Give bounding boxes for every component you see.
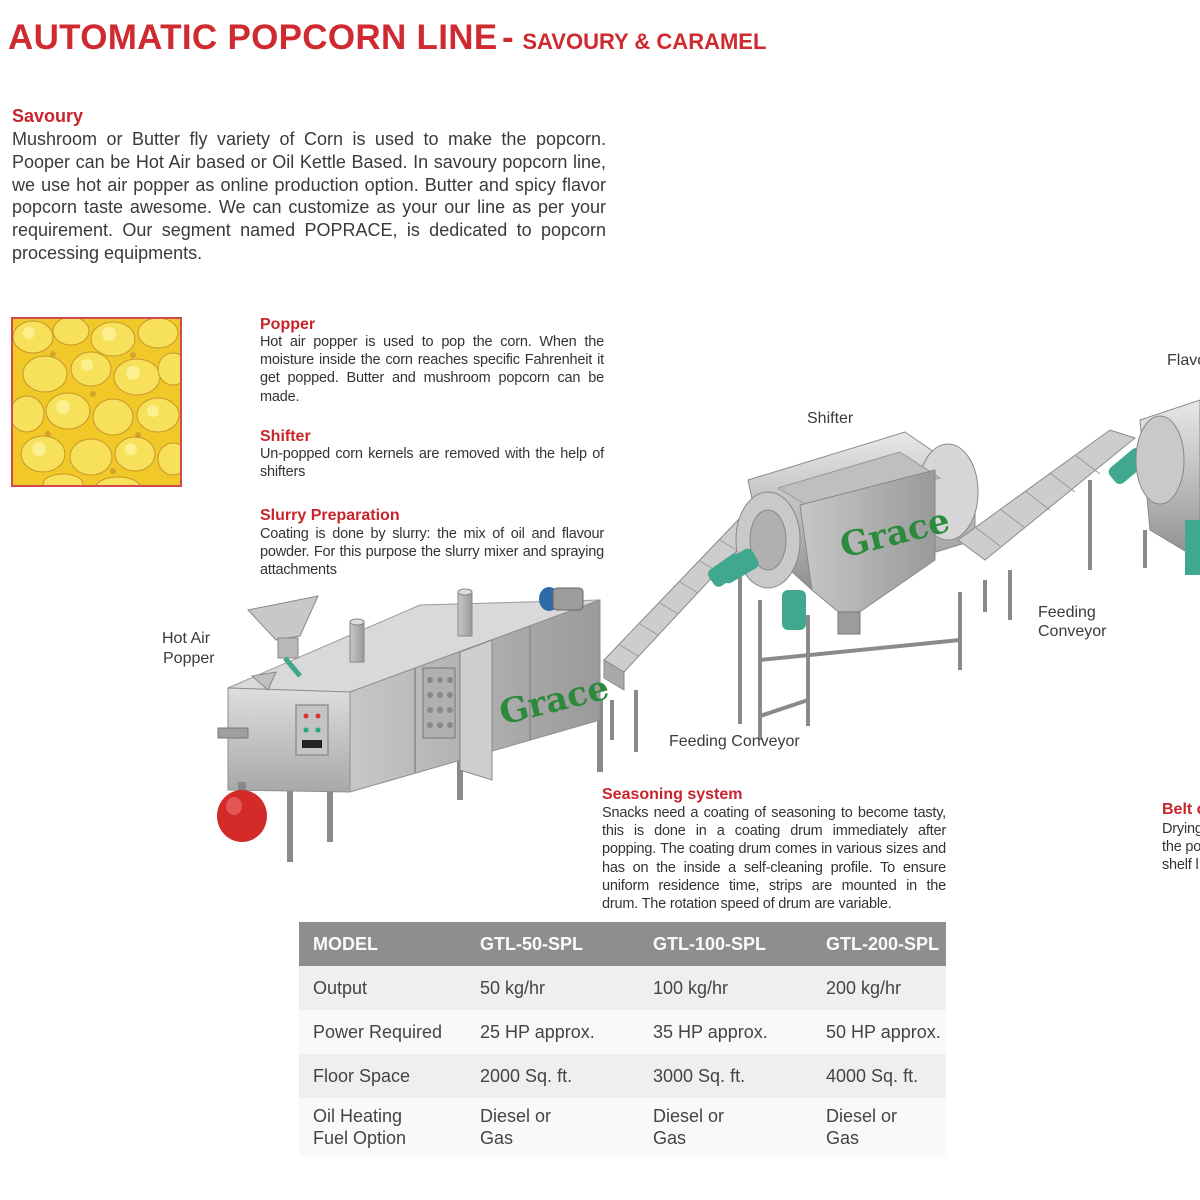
table-cell: Oil Heating Fuel Option: [299, 1098, 466, 1156]
popcorn-photo: [11, 317, 182, 487]
intro-body: Mushroom or Butter fly variety of Corn i…: [12, 129, 606, 263]
page-title-main: AUTOMATIC POPCORN LINE: [8, 18, 498, 57]
cell-line: Diesel or: [653, 1106, 725, 1126]
cell-line: Diesel or: [480, 1106, 552, 1126]
spec-header-model: MODEL: [299, 922, 466, 966]
table-cell: Diesel or Gas: [466, 1098, 639, 1156]
slurry-body: Coating is done by slurry: the mix of oi…: [260, 526, 604, 579]
table-cell: 50 HP approx.: [812, 1010, 946, 1054]
spec-header-gtl100: GTL-100-SPL: [639, 922, 812, 966]
title-separator: -: [501, 18, 514, 57]
hot-air-popper-machine: Grace: [217, 587, 613, 862]
table-row: Output 50 kg/hr 100 kg/hr 200 kg/hr: [299, 966, 946, 1010]
popper-body: Hot air popper is used to pop the corn. …: [260, 334, 604, 405]
table-cell: 100 kg/hr: [639, 966, 812, 1010]
spec-header-gtl50: GTL-50-SPL: [466, 922, 639, 966]
intro-heading: Savoury: [12, 106, 84, 126]
page-subtitle: SAVOURY & CARAMEL: [522, 29, 767, 54]
seasoning-heading: Seasoning system: [602, 786, 743, 803]
shifter-body: Un-popped corn kernels are removed with …: [260, 446, 604, 481]
cell-line: Oil Heating: [313, 1106, 403, 1126]
label-shifter: Shifter: [807, 410, 854, 427]
feeding-conveyor-2: [957, 429, 1148, 620]
table-cell: Floor Space: [299, 1054, 466, 1098]
label-flavour-partial: Flavo: [1167, 352, 1200, 369]
table-cell: Diesel or Gas: [812, 1098, 946, 1156]
table-cell: 25 HP approx.: [466, 1010, 639, 1054]
table-cell: Power Required: [299, 1010, 466, 1054]
table-cell: Output: [299, 966, 466, 1010]
popcorn-image: [13, 319, 180, 485]
spec-header-gtl200: GTL-200-SPL: [812, 922, 946, 966]
popcorn-line-diagram: Grace: [217, 399, 1200, 862]
belt-line-1: Drying: [1162, 821, 1200, 837]
label-feeding-conveyor: Feeding Conveyor: [669, 733, 800, 750]
table-row: Floor Space 2000 Sq. ft. 3000 Sq. ft. 40…: [299, 1054, 946, 1098]
table-cell: 3000 Sq. ft.: [639, 1054, 812, 1098]
belt-line-2: the po: [1162, 839, 1200, 856]
table-cell: 50 kg/hr: [466, 966, 639, 1010]
cell-line: Diesel or: [826, 1106, 898, 1126]
table-cell: 4000 Sq. ft.: [812, 1054, 946, 1098]
table-cell: 2000 Sq. ft.: [466, 1054, 639, 1098]
label-feeding-2: Feeding: [1038, 604, 1096, 621]
page-title: AUTOMATIC POPCORN LINE - SAVOURY & CARAM…: [8, 18, 766, 58]
slurry-heading: Slurry Preparation: [260, 507, 400, 524]
cell-line: Gas: [826, 1128, 860, 1148]
cell-line: Gas: [480, 1128, 514, 1148]
belt-body-partial: Drying the po shelf l: [1162, 820, 1200, 875]
table-row: Oil Heating Fuel Option Diesel or Gas Di…: [299, 1098, 946, 1156]
label-conveyor-2: Conveyor: [1038, 623, 1107, 640]
belt-heading-partial: Belt c: [1162, 801, 1200, 818]
table-cell: 200 kg/hr: [812, 966, 946, 1010]
table-cell: Diesel or Gas: [639, 1098, 812, 1156]
belt-line-3: shelf l: [1162, 857, 1199, 874]
shifter-heading: Shifter: [260, 428, 311, 445]
popper-heading: Popper: [260, 316, 316, 333]
label-popper: Popper: [163, 650, 215, 667]
spec-table: MODEL GTL-50-SPL GTL-100-SPL GTL-200-SPL…: [299, 922, 946, 1156]
cell-line: Gas: [653, 1128, 687, 1148]
flavour-drum-partial: [1135, 399, 1200, 575]
label-hot-air: Hot Air: [162, 630, 211, 647]
table-row: Power Required 25 HP approx. 35 HP appro…: [299, 1010, 946, 1054]
spec-header-row: MODEL GTL-50-SPL GTL-100-SPL GTL-200-SPL: [299, 922, 946, 966]
cell-line: Fuel Option: [313, 1128, 407, 1148]
table-cell: 35 HP approx.: [639, 1010, 812, 1054]
shifter-machine: Grace: [717, 431, 979, 740]
feeding-conveyor-1: [603, 517, 761, 752]
seasoning-body: Snacks need a coating of seasoning to be…: [602, 805, 946, 913]
